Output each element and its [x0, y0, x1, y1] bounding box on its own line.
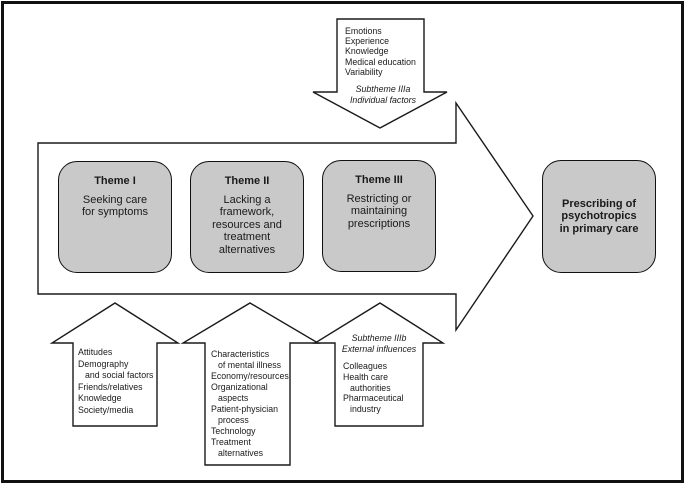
bottom-up-arrow-1-shape	[49, 302, 181, 427]
list-item: Colleagues	[343, 361, 388, 371]
bottom-arrow-2-list: Characteristics of mental illness Econom…	[211, 349, 289, 459]
list-item: Variability	[345, 66, 383, 77]
theme-3-box: Theme III Restricting or maintaining pre…	[322, 160, 436, 272]
list-item: of mental illness	[218, 360, 282, 370]
theme-3-text: prescriptions	[347, 217, 411, 230]
list-item: Patient-physician	[211, 404, 278, 414]
list-item: Economy/resources	[211, 371, 289, 381]
outcome-text: psychotropics	[561, 210, 637, 223]
list-item: industry	[350, 404, 381, 415]
subtheme-iiib-label: Subtheme IIIb External influences	[328, 333, 430, 356]
list-item: alternatives	[218, 448, 263, 458]
subtheme-line: Subtheme IIIa	[355, 84, 411, 94]
list-item: Treatment	[211, 437, 251, 447]
list-item: Medical education	[345, 56, 416, 67]
list-item: Friends/relatives	[78, 381, 143, 392]
theme-1-title: Theme I	[94, 175, 136, 187]
bottom-arrow-1-list: Attitudes Demography and social factors …	[78, 347, 153, 417]
bottom-arrow-3-list: Colleagues Health care authorities Pharm…	[343, 361, 404, 415]
outcome-text: Prescribing of	[562, 197, 636, 210]
theme-2-text: resources and	[212, 218, 282, 231]
bottom-up-arrow-3-shape	[312, 302, 446, 427]
list-item: Technology	[211, 426, 256, 436]
subtheme-line: Subtheme IIIb	[351, 333, 407, 343]
list-item: Demography	[78, 358, 129, 369]
list-item: Health care	[343, 371, 388, 382]
list-item: Pharmaceutical	[343, 393, 404, 404]
theme-2-text: Lacking a	[223, 193, 271, 206]
list-item: Knowledge	[78, 393, 122, 404]
theme-2-text: framework,	[219, 206, 275, 218]
outcome-box: Prescribing of psychotropics in primary …	[542, 160, 656, 273]
theme-1-box: Theme I Seeking care for symptoms	[58, 161, 172, 273]
list-item: Society/media	[78, 404, 134, 415]
list-item: Knowledge	[345, 46, 389, 57]
list-item: and social factors	[85, 370, 154, 381]
theme-3-text: maintaining	[350, 205, 408, 217]
theme-2-title: Theme II	[224, 175, 270, 187]
subtheme-line: Individual factors	[349, 94, 416, 105]
subtheme-line: External influences	[341, 344, 417, 355]
list-item: Experience	[345, 36, 390, 47]
list-item: authorities	[350, 382, 391, 393]
list-item: Attitudes	[78, 347, 113, 357]
outcome-text: in primary care	[559, 222, 639, 235]
top-arrow-list: Emotions Experience Knowledge Medical ed…	[345, 26, 416, 77]
theme-1-text: Seeking care	[82, 193, 148, 206]
list-item: Emotions	[345, 26, 382, 36]
theme-3-text: Restricting or	[346, 192, 412, 205]
list-item: Organizational	[211, 382, 268, 392]
top-down-arrow-shape	[312, 18, 448, 129]
list-item: Characteristics	[211, 349, 270, 359]
theme-3-title: Theme III	[355, 174, 403, 186]
theme-2-text: alternatives	[218, 243, 276, 256]
bottom-up-arrow-2-shape	[180, 302, 321, 466]
subtheme-iiia-label: Subtheme IIIa Individual factors	[323, 84, 443, 105]
list-item: aspects	[218, 393, 249, 403]
theme-2-text: treatment	[223, 231, 271, 243]
list-item: process	[218, 415, 249, 425]
theme-2-box: Theme II Lacking a framework, resources …	[190, 161, 304, 273]
theme-1-text: for symptoms	[81, 206, 148, 218]
